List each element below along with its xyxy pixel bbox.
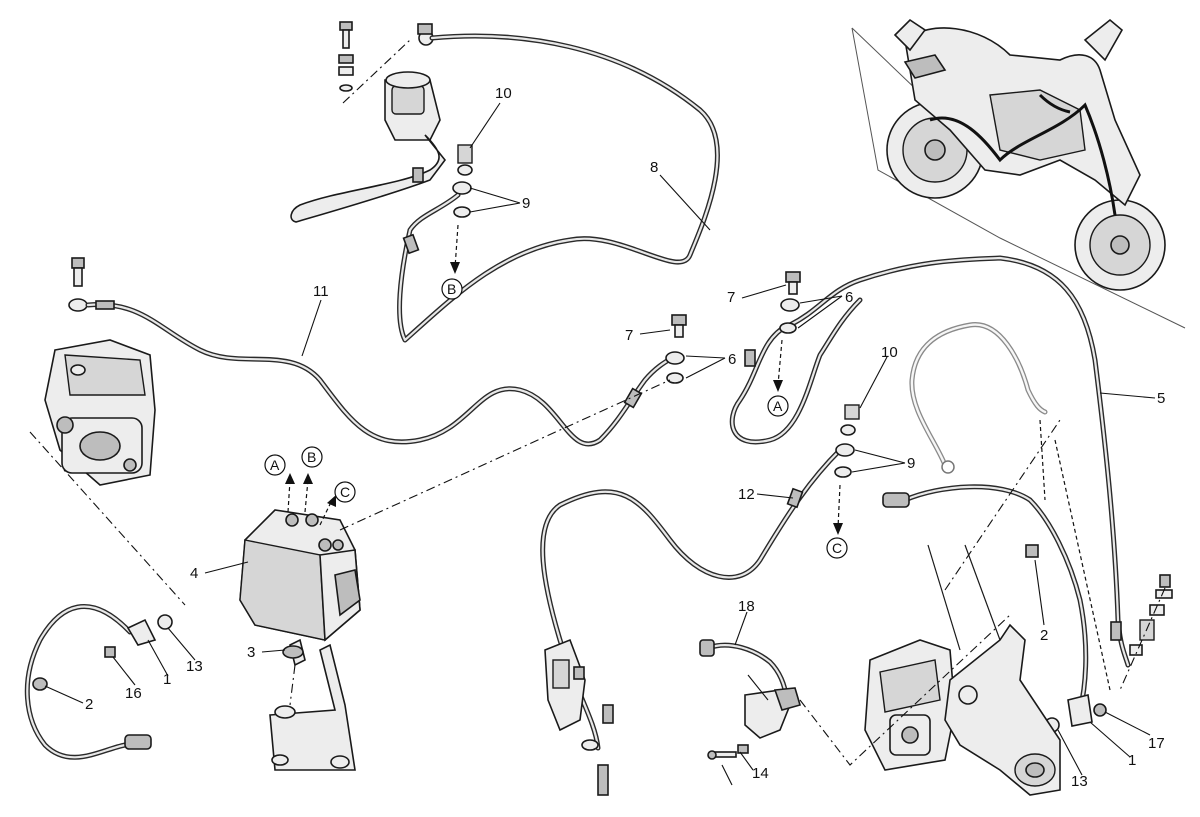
- callout-7-right: 7: [727, 289, 735, 306]
- marker-c-hose: C: [826, 537, 848, 559]
- callout-2-left: 2: [85, 696, 93, 713]
- callout-7-mid: 7: [625, 327, 633, 344]
- abs-mounting-bracket: [269, 643, 356, 771]
- callout-9-lower: 9: [907, 455, 915, 472]
- banjo-bolt-lower: [834, 404, 860, 478]
- hose-8: [397, 33, 720, 343]
- rear-hose-background: [909, 322, 1111, 691]
- callout-13-left: 13: [186, 658, 203, 675]
- callout-13-right: 13: [1071, 773, 1088, 790]
- svg-text:C: C: [340, 484, 350, 500]
- marker-b-abs: B: [301, 446, 323, 468]
- svg-text:A: A: [270, 457, 280, 473]
- callout-3: 3: [247, 644, 255, 661]
- banjo-fitting-mid: [665, 314, 687, 384]
- callout-12: 12: [738, 486, 755, 503]
- svg-text:B: B: [447, 281, 456, 297]
- callout-8: 8: [650, 159, 658, 176]
- bleed-fitting-right: [1119, 574, 1173, 691]
- sensor-bracket: [699, 639, 801, 760]
- svg-text:B: B: [307, 449, 316, 465]
- hose-12: [540, 447, 843, 751]
- callout-15-left: 16: [125, 685, 142, 702]
- hose-5: [787, 255, 1131, 668]
- callout-10-upper: 10: [495, 85, 512, 102]
- svg-text:A: A: [773, 398, 783, 414]
- svg-text:C: C: [832, 540, 842, 556]
- banjo-bolt-upper: [452, 144, 473, 218]
- rear-master-cylinder: [544, 638, 609, 796]
- marker-c-abs: C: [334, 481, 356, 503]
- hose-11: [85, 300, 675, 447]
- callout-6-mid: 6: [728, 351, 736, 368]
- callout-6-right: 6: [845, 289, 853, 306]
- callout-numbers: 10 9 8 11 7 6 7 6 10 9 12 5 4 3 2 2 16 1…: [85, 85, 1165, 790]
- callout-10-lower: 10: [881, 344, 898, 361]
- banjo-fitting-right: [779, 271, 801, 334]
- marker-a-abs: A: [264, 454, 286, 476]
- callout-16: 18: [738, 598, 755, 615]
- marker-a-hose: A: [767, 395, 789, 417]
- callout-15-right: 17: [1148, 735, 1165, 752]
- callout-9-upper: 9: [522, 195, 530, 212]
- callout-2-right: 2: [1040, 627, 1048, 644]
- leader-lines: [44, 102, 1156, 786]
- marker-b-hose: B: [441, 278, 463, 300]
- rear-brake-caliper: [864, 623, 1061, 796]
- callout-5: 5: [1157, 390, 1165, 407]
- connection-markers: A B C B A C: [264, 278, 848, 559]
- front-brake-caliper: [44, 257, 156, 486]
- abs-hydraulic-unit: [239, 509, 361, 667]
- hose-to-a: [729, 297, 863, 445]
- callout-11: 11: [313, 283, 329, 300]
- callout-14: 14: [752, 765, 769, 782]
- front-master-cylinder: [290, 21, 447, 223]
- front-wheel-speed-sensor: [24, 604, 173, 760]
- motorcycle-illustration: [851, 18, 1186, 329]
- callout-1-right: 1: [1128, 752, 1136, 769]
- callout-1-left: 1: [163, 671, 171, 688]
- callout-4: 4: [190, 565, 198, 582]
